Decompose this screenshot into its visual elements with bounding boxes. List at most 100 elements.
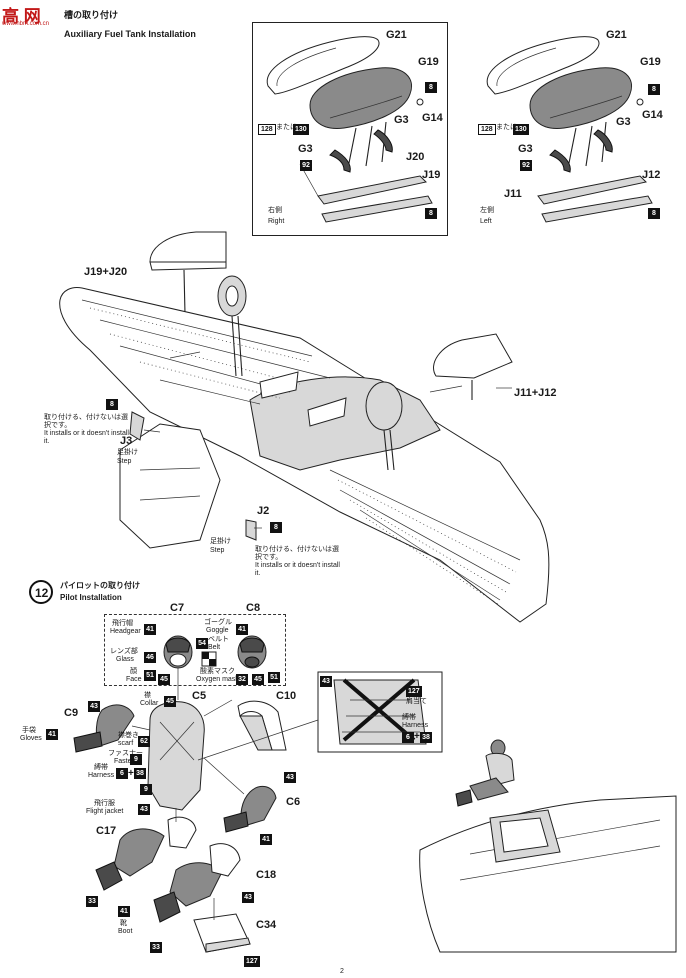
j2-note: 取り付ける、付けないは選択です。 It installs or it doesn… [255, 546, 345, 578]
watermark-logo: 高 网 www.hbm.com.cn [2, 2, 66, 28]
j3-note-en: It installs or it doesn't install it. [44, 430, 129, 446]
harness-box-en: Harness [402, 722, 429, 729]
plus-b: + [414, 731, 420, 742]
num-45b: 45 [252, 674, 264, 685]
headgear-en: Headgear [110, 628, 141, 635]
left-num-130: 130 [513, 124, 529, 135]
num-41c: 41 [46, 729, 58, 740]
num-33b: 33 [150, 942, 162, 953]
num-43b: 43 [138, 804, 150, 815]
right-label-g3: G3 [394, 114, 409, 126]
page-number: 2 [340, 968, 344, 975]
num-43a: 43 [88, 701, 100, 712]
gloves-en: Gloves [20, 735, 42, 742]
right-num-8a: 8 [425, 82, 437, 93]
scarf-en: scarf [118, 740, 134, 747]
label-j2: J2 [257, 505, 270, 517]
right-label-j19: J19 [422, 169, 441, 181]
jacket-jp: 飛行服 [94, 800, 115, 807]
j2-en: Step [210, 547, 225, 554]
collar-jp: 襟 [144, 692, 151, 699]
left-num-8b: 8 [648, 208, 660, 219]
scarf-jp: 襟巻き [118, 732, 139, 739]
left-label-j11: J11 [504, 188, 522, 200]
oxygen-en: Oxygen mask [196, 676, 239, 683]
j2-note-en: It installs or it doesn't install it. [255, 562, 340, 578]
left-label-g3b: G3 [518, 143, 533, 155]
right-num-130: 130 [293, 124, 309, 135]
right-side-jp: 右側 [268, 207, 282, 214]
boot-en: Boot [118, 928, 133, 935]
boot-jp: 靴 [120, 920, 127, 927]
face-jp: 顔 [130, 668, 137, 675]
left-num-128: 128 [478, 124, 496, 135]
gloves-jp: 手袋 [22, 727, 36, 734]
wing-num-8b: 8 [270, 522, 282, 533]
glass-en: Glass [116, 656, 134, 663]
step-title-jp: パイロットの取り付け [60, 581, 140, 590]
label-c5: C5 [192, 690, 207, 702]
plus-a: + [128, 768, 134, 779]
watermark-url: www.hbm.com.cn [2, 21, 50, 27]
num-54: 54 [196, 638, 208, 649]
j3-jp: 足掛け [117, 449, 138, 456]
num-33a: 33 [86, 896, 98, 907]
left-or: または [496, 124, 517, 131]
j3-note: 取り付ける、付けないは選択です。 It installs or it doesn… [44, 414, 132, 446]
label-j19-j20: J19+J20 [84, 266, 128, 278]
fastener-en: Fastener [114, 758, 142, 765]
right-or: または [276, 124, 297, 131]
left-label-g14: G14 [642, 109, 663, 121]
jacket-en: Flight jacket [86, 808, 124, 815]
right-num-8b: 8 [425, 208, 437, 219]
left-side-en: Left [480, 218, 492, 225]
label-c34: C34 [256, 919, 277, 931]
num-43e: 43 [320, 676, 332, 687]
right-side-en: Right [268, 218, 285, 225]
label-c9: C9 [64, 707, 79, 719]
num-32: 32 [236, 674, 248, 685]
harness-box-jp: 縛帯 [402, 714, 416, 721]
section-title-jp: 槽の取り付け [64, 10, 119, 20]
harness-jp: 縛帯 [94, 764, 108, 771]
step-title-en: Pilot Installation [60, 593, 122, 602]
num-127b: 127 [406, 686, 422, 697]
right-label-g14: G14 [422, 112, 443, 124]
label-c17: C17 [96, 825, 117, 837]
collar-en: Collar [140, 700, 159, 707]
j3-en: Step [117, 458, 132, 465]
glass-jp: レンズ部 [110, 648, 138, 655]
head-parts-box [104, 614, 286, 686]
watermark-chars: 高 网 [2, 7, 41, 26]
right-num-128: 128 [258, 124, 276, 135]
num-38a: 38 [134, 768, 146, 779]
pilot-drawings [73, 635, 677, 953]
j3-note-jp: 取り付ける、付けないは選択です。 [44, 414, 128, 430]
j2-jp: 足掛け [210, 538, 231, 545]
headgear-jp: 飛行帽 [112, 620, 133, 627]
right-inset-parts [266, 36, 433, 223]
num-46: 46 [144, 652, 156, 663]
label-c6: C6 [286, 796, 301, 808]
num-43d: 43 [242, 892, 254, 903]
label-c8: C8 [246, 602, 261, 614]
right-label-g3b: G3 [298, 143, 313, 155]
belt-en: Belt [208, 644, 221, 651]
left-label-j12: J12 [642, 169, 661, 181]
oxygen-jp: 酸素マスク [200, 668, 235, 675]
goggle-en: Goggle [206, 627, 229, 634]
num-38b: 38 [420, 732, 432, 743]
num-43c: 43 [284, 772, 296, 783]
num-41b: 41 [236, 624, 248, 635]
goggle-jp: ゴーグル [204, 619, 232, 626]
wing-drawing [59, 231, 550, 623]
num-6b: 6 [402, 732, 414, 743]
belt-jp: ベルト [208, 636, 229, 643]
left-label-g19: G19 [640, 56, 661, 68]
num-41e: 41 [118, 906, 130, 917]
label-c10: C10 [276, 690, 297, 702]
shoulder-jp: 肩当て [406, 698, 427, 705]
num-62: 62 [138, 736, 150, 747]
num-41a: 41 [144, 624, 156, 635]
left-side-jp: 左側 [480, 207, 494, 214]
